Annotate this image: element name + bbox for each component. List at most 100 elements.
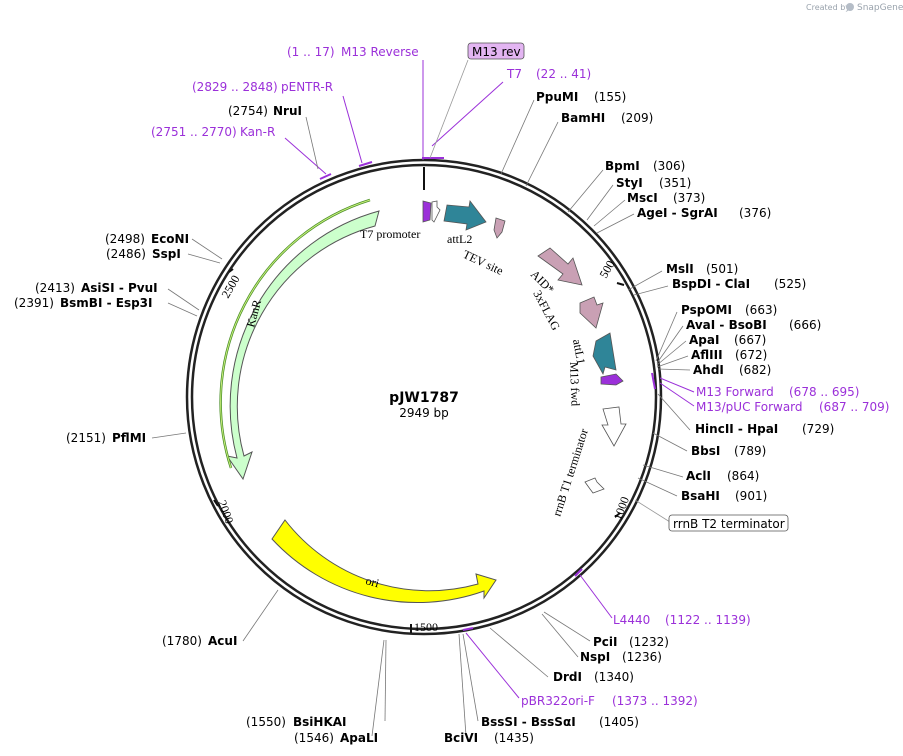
primer-m13-forward-range: (678 .. 695) xyxy=(789,385,859,399)
enzyme-afliii[interactable]: AflIII xyxy=(691,348,723,362)
enzyme-bsihkai[interactable]: BsiHKAI xyxy=(293,715,347,729)
enzyme-econi[interactable]: EcoNI xyxy=(151,232,189,246)
enzyme-bpmi[interactable]: BpmI xyxy=(605,159,640,173)
tick-label-2500: 2500 xyxy=(218,273,242,301)
attl2-arrow[interactable] xyxy=(443,200,487,231)
m13-rev-box[interactable]: M13 rev xyxy=(467,42,525,60)
pbr322-primer-mark[interactable] xyxy=(462,627,474,631)
enzyme-msli-pos: (501) xyxy=(706,262,738,276)
attl2-label: attL2 xyxy=(447,232,472,246)
flag-feature[interactable]: 3xFLAG xyxy=(530,288,604,333)
ori-feature[interactable]: ori xyxy=(271,519,497,604)
primer-l4440-label[interactable]: L4440 xyxy=(613,613,650,627)
m13-forward-primer-mark[interactable] xyxy=(651,372,656,390)
enzyme-bamhi[interactable]: BamHI xyxy=(561,111,605,125)
enzyme-pflmi-pos: (2151) xyxy=(66,431,106,445)
enzyme-bspdi[interactable]: BspDI - ClaI xyxy=(672,277,750,291)
m13-forward-leader xyxy=(659,377,695,393)
t7-promoter-feature[interactable]: T7 promoter xyxy=(360,200,441,241)
enzyme-bcivi[interactable]: BciVI xyxy=(444,731,478,745)
enzyme-styi[interactable]: StyI xyxy=(616,176,643,190)
enzyme-bspdi-pos: (525) xyxy=(774,277,806,291)
enzyme-ppumi[interactable]: PpuMI xyxy=(536,90,578,104)
rrnb-t2-box[interactable]: rrnB T2 terminator xyxy=(668,514,789,532)
enzyme-bsssi[interactable]: BssSI - BssSαI xyxy=(481,715,576,729)
enzyme-hincii[interactable]: HincII - HpaI xyxy=(695,422,778,436)
enzyme-styi-pos: (351) xyxy=(659,176,691,190)
kanr-primer-arc-highlight xyxy=(220,199,371,469)
enzyme-msci[interactable]: MscI xyxy=(627,191,658,205)
tick-label-1500: 1500 xyxy=(414,620,438,634)
primer-m13-forward-label[interactable]: M13 Forward xyxy=(696,385,774,399)
enzyme-bsssi-pos: (1405) xyxy=(599,715,639,729)
rrnb-t1-arrow[interactable] xyxy=(601,406,627,447)
tev-site-arrow[interactable] xyxy=(493,217,506,239)
pentr-r-primer-mark[interactable] xyxy=(358,161,373,167)
rrnb-t2-feature[interactable] xyxy=(584,477,605,494)
enzyme-avai[interactable]: AvaI - BsoBI xyxy=(686,318,767,332)
kanr-arrow[interactable] xyxy=(225,210,380,481)
enzyme-asisi[interactable]: AsiSI - PvuI xyxy=(81,281,158,295)
attl1-arrow[interactable] xyxy=(592,332,617,376)
enzyme-bsmbi[interactable]: BsmBI - Esp3I xyxy=(60,296,152,310)
kan-r-primer-mark[interactable] xyxy=(319,173,332,180)
m13-puc-leader xyxy=(659,382,695,407)
backbone-inner-circle xyxy=(190,163,658,631)
m13-fwd-feature[interactable]: M13 fwd xyxy=(567,362,624,407)
rrnb-t2-arrow[interactable] xyxy=(584,477,605,494)
primer-t7-label[interactable]: T7 xyxy=(506,67,522,81)
enzyme-econi-pos: (2498) xyxy=(105,232,145,246)
m13-fwd-arrow[interactable] xyxy=(600,373,624,386)
enzyme-ahdi[interactable]: AhdI xyxy=(693,363,724,377)
primer-m13-reverse-label[interactable]: M13 Reverse xyxy=(341,45,419,59)
enzyme-agei[interactable]: AgeI - SgrAI xyxy=(637,206,718,220)
primer-kan-r-label[interactable]: Kan-R xyxy=(240,125,275,139)
flag-arrow[interactable] xyxy=(579,296,604,329)
primer-pentr-r-range: (2829 .. 2848) xyxy=(192,80,278,94)
ori-label: ori xyxy=(364,573,381,590)
primer-kan-r-range: (2751 .. 2770) xyxy=(151,125,237,139)
m13-rev-box-label: M13 rev xyxy=(472,45,521,59)
m13-rev-arrow[interactable] xyxy=(431,200,441,223)
enzyme-pcii[interactable]: PciI xyxy=(593,635,618,649)
enzyme-msli[interactable]: MslI xyxy=(666,262,694,276)
enzyme-agei-pos: (376) xyxy=(739,206,771,220)
enzyme-bbsi-pos: (789) xyxy=(734,444,766,458)
enzyme-apai-pos: (667) xyxy=(734,333,766,347)
rrnb-t1-feature[interactable]: rrnB T1 terminator xyxy=(550,406,627,518)
enzyme-pflmi[interactable]: PflMI xyxy=(112,431,146,445)
aid-arrow[interactable] xyxy=(537,247,583,286)
enzyme-ahdi-pos: (682) xyxy=(739,363,771,377)
ori-arrow[interactable] xyxy=(271,519,497,604)
primer-pbr322-label[interactable]: pBR322ori-F xyxy=(521,694,595,708)
enzyme-bbsi[interactable]: BbsI xyxy=(691,444,720,458)
attl2-feature[interactable]: attL2 xyxy=(443,200,487,246)
enzyme-bsahi[interactable]: BsaHI xyxy=(681,489,720,503)
flag-label: 3xFLAG xyxy=(530,288,563,333)
primer-m13-puc-label[interactable]: M13/pUC Forward xyxy=(696,400,803,414)
enzyme-sspi[interactable]: SspI xyxy=(152,247,181,261)
enzyme-pspomi[interactable]: PspOMI xyxy=(681,303,732,317)
enzyme-apali[interactable]: ApaLI xyxy=(340,731,378,745)
rrnb-t1-label: rrnB T1 terminator xyxy=(550,427,591,518)
enzyme-nspi[interactable]: NspI xyxy=(580,650,610,664)
snapgene-brand-text[interactable]: SnapGene xyxy=(857,3,903,13)
enzyme-acui[interactable]: AcuI xyxy=(208,634,237,648)
enzyme-drdi[interactable]: DrdI xyxy=(553,670,582,684)
primer-m13-reverse-range: (1 .. 17) xyxy=(287,45,335,59)
primer-pentr-r-label[interactable]: pENTR-R xyxy=(281,80,333,94)
attl1-feature[interactable]: attL1 xyxy=(570,332,617,376)
enzyme-leaders xyxy=(151,99,691,737)
enzyme-afliii-pos: (672) xyxy=(735,348,767,362)
enzyme-apai[interactable]: ApaI xyxy=(689,333,719,347)
l4440-primer-mark[interactable] xyxy=(574,568,583,577)
aid-feature[interactable]: AID* xyxy=(528,247,583,296)
t7-promoter-arrow[interactable] xyxy=(422,200,432,223)
tick-label-500: 500 xyxy=(596,258,617,281)
enzyme-acli[interactable]: AclI xyxy=(686,469,711,483)
enzyme-msci-pos: (373) xyxy=(673,191,705,205)
enzyme-nrui[interactable]: NruI xyxy=(273,104,302,118)
enzyme-ppumi-pos: (155) xyxy=(594,90,626,104)
tick-1500: 1500 xyxy=(410,620,438,634)
